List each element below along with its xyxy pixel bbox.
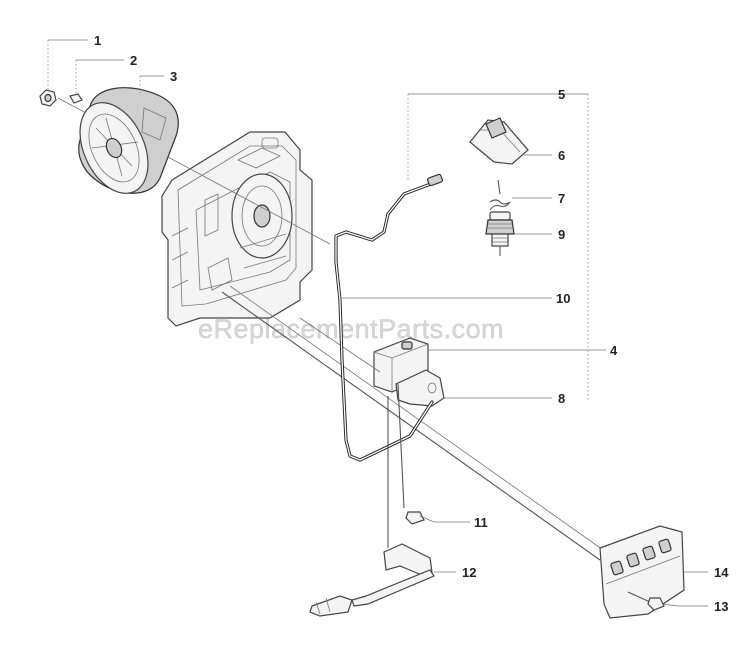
cover-plate-screw (627, 591, 679, 611)
callout-7: 7 (558, 191, 565, 206)
leader-lines (47, 39, 708, 607)
coil-bracket (395, 369, 445, 407)
crankcase-housing (161, 131, 313, 327)
watermark-text: eReplacementParts.com (198, 314, 504, 344)
stop-switch-bracket (309, 396, 435, 617)
spark-plug-cap (469, 117, 529, 165)
callout-4: 4 (610, 343, 618, 358)
callout-14: 14 (714, 565, 729, 580)
callout-13: 13 (714, 599, 728, 614)
flywheel-nut (39, 89, 57, 107)
spark-plug (485, 211, 515, 256)
spark-plug-spring (489, 179, 511, 211)
flywheel-washer (69, 93, 83, 104)
callout-8: 8 (558, 391, 565, 406)
module-screw (397, 383, 435, 525)
callout-2: 2 (130, 53, 137, 68)
callout-11: 11 (474, 515, 488, 530)
callout-6: 6 (558, 148, 565, 163)
callout-9: 9 (558, 227, 565, 242)
callout-5: 5 (558, 87, 565, 102)
callout-1: 1 (94, 33, 101, 48)
ignition-lead-wire (334, 173, 443, 462)
flywheel (78, 87, 179, 194)
callout-10: 10 (556, 291, 570, 306)
ignition-cover-plate (599, 525, 685, 619)
callout-12: 12 (462, 565, 476, 580)
stop-rod (221, 291, 601, 561)
callout-3: 3 (170, 69, 177, 84)
callout-labels: 1 2 3 5 6 7 9 10 4 8 11 12 14 13 (94, 33, 729, 614)
